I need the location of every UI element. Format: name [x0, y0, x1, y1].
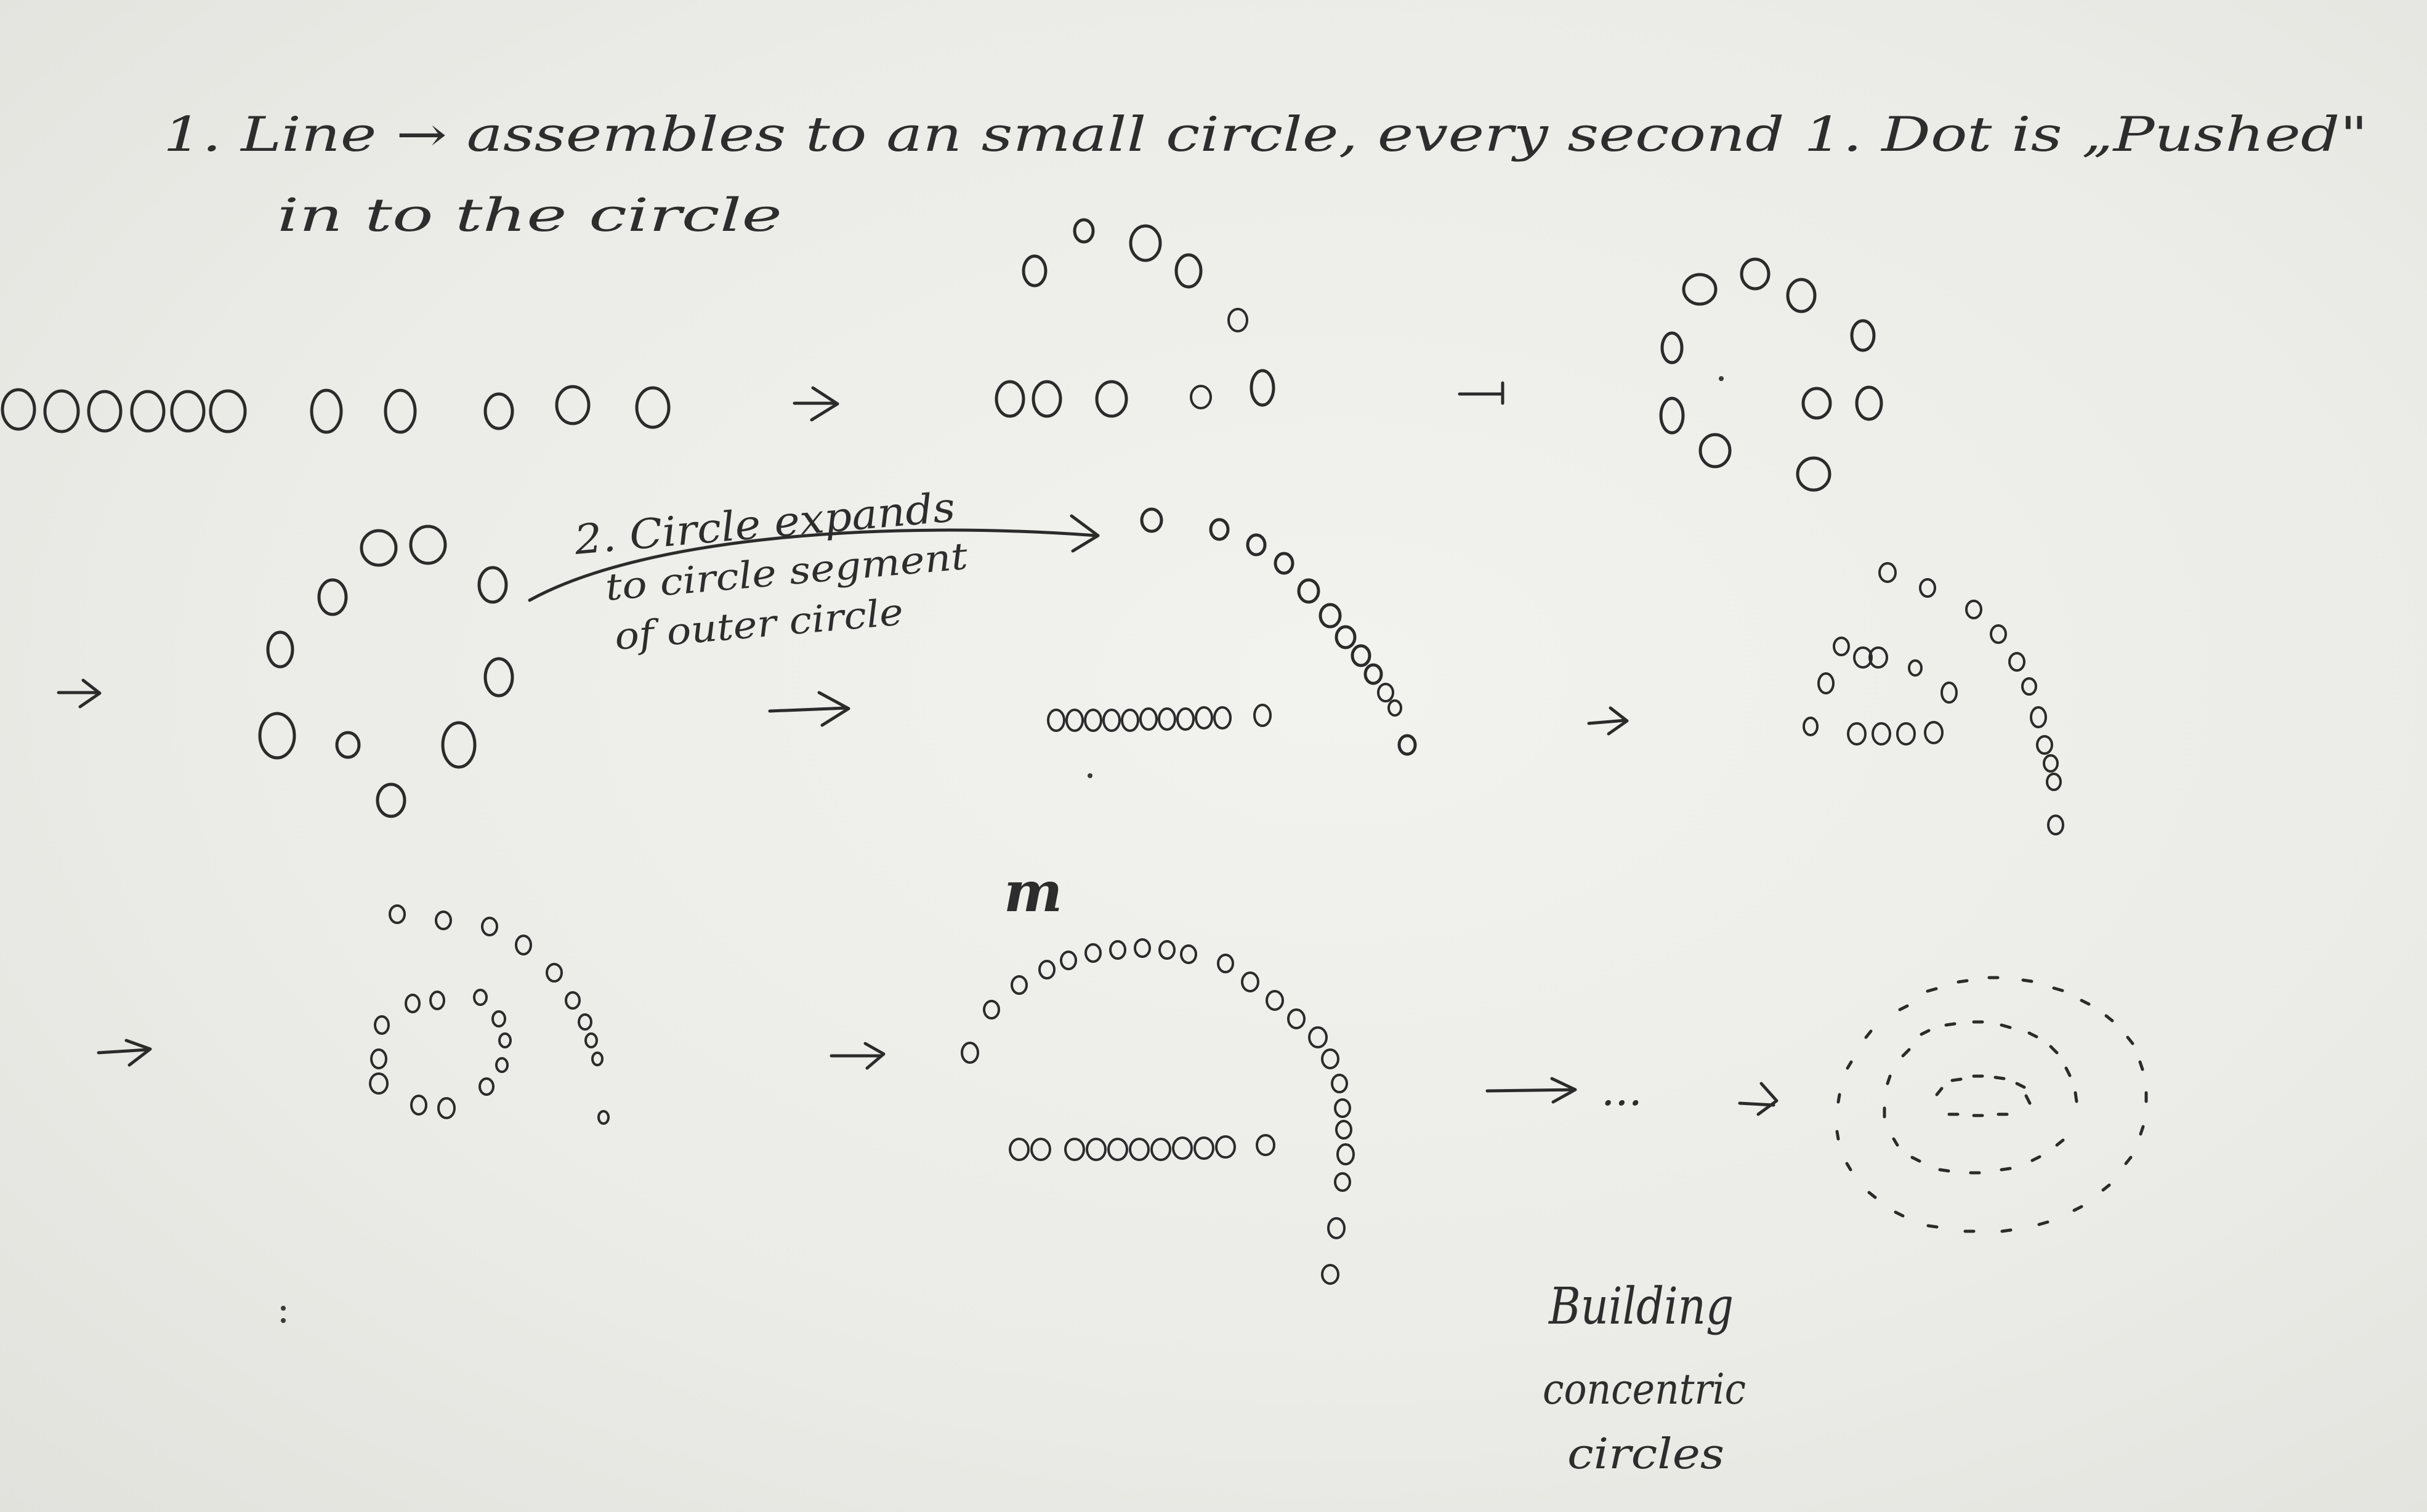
- stage-small-circle: [1659, 257, 1883, 492]
- arrow-9: [1738, 1082, 1779, 1116]
- stage-concentric-circles: [1835, 976, 2148, 1233]
- bottom-note-line2: concentric: [1543, 1365, 1746, 1414]
- stage-second-ring: [369, 904, 610, 1125]
- header-note-line1: 1. Line → assembles to an small circle, …: [163, 107, 2368, 163]
- bottom-note: Building concentric circles: [1543, 1277, 1746, 1479]
- arrow-2: [1458, 381, 1504, 405]
- step2-note: 2. Circle expands to circle segment of o…: [528, 483, 1100, 659]
- stage-assembling-arc: [995, 218, 1275, 418]
- arrow-7: [830, 1042, 886, 1070]
- squiggle-mark: m: [1004, 859, 1062, 925]
- arrow-1: [793, 386, 839, 422]
- arrow-5: [1587, 706, 1629, 736]
- header-note: 1. Line → assembles to an small circle, …: [163, 107, 2368, 242]
- ellipsis: ...: [1601, 1065, 1642, 1116]
- stage-large-arc: [281, 938, 1355, 1323]
- bottom-note-line3: circles: [1567, 1430, 1724, 1479]
- stage-inner-and-outer: [1803, 562, 2064, 835]
- header-note-line2: in to the circle: [277, 189, 782, 242]
- arrow-6: [97, 1039, 152, 1067]
- arrow-4: [768, 691, 850, 727]
- arrow-8: [1485, 1077, 1577, 1104]
- stage-circle-pushed: [258, 525, 514, 818]
- stage-line-of-dots: [1, 385, 671, 434]
- bottom-note-line1: Building: [1548, 1277, 1734, 1336]
- arrow-3: [57, 678, 102, 709]
- curved-arrow: [528, 514, 1100, 602]
- stage-outer-segment: [1047, 507, 1417, 778]
